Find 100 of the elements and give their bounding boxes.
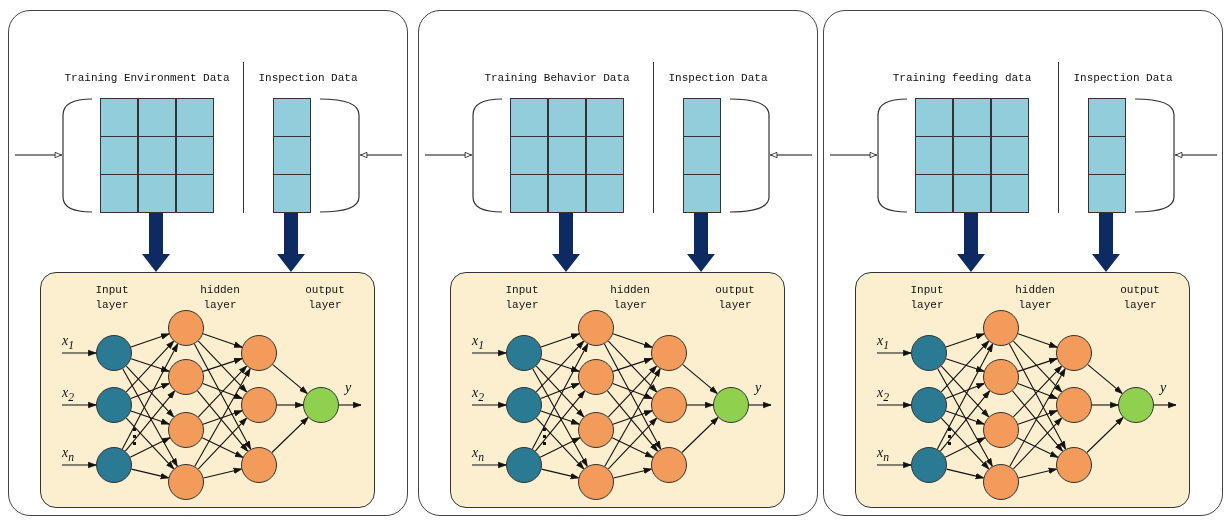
connection-arrow bbox=[1012, 340, 1063, 393]
layer-label: output layer bbox=[1119, 283, 1161, 313]
output-variable: y bbox=[755, 380, 771, 405]
flow-arrow bbox=[277, 213, 305, 272]
connection-arrow bbox=[682, 364, 718, 394]
connection-arrow bbox=[276, 401, 304, 409]
connection-arrow bbox=[535, 417, 585, 470]
flow-arrow bbox=[687, 213, 715, 272]
input-arrow bbox=[424, 151, 473, 159]
connection-arrow bbox=[1018, 467, 1057, 479]
flow-arrow bbox=[552, 213, 580, 272]
output-neuron bbox=[713, 387, 749, 423]
hidden-neuron bbox=[241, 387, 277, 423]
flow-arrow bbox=[1092, 213, 1120, 272]
input-variable: x$_{1}$ bbox=[877, 333, 899, 353]
hidden-neuron bbox=[983, 412, 1019, 448]
connection-arrow bbox=[1017, 358, 1058, 372]
output-neuron bbox=[1118, 387, 1154, 423]
layer-label: output layer bbox=[714, 283, 756, 313]
connection-arrow bbox=[540, 410, 580, 425]
layer-label: hidden layer bbox=[1014, 283, 1056, 313]
input-neuron bbox=[96, 335, 132, 371]
input-variable: x$_{n}$ bbox=[472, 445, 494, 465]
connection-arrow bbox=[539, 437, 581, 458]
input-neuron bbox=[506, 447, 542, 483]
section-heading: Inspection Data bbox=[667, 71, 769, 86]
connection-arrow bbox=[125, 340, 175, 393]
hidden-neuron bbox=[241, 447, 277, 483]
section-heading: Inspection Data bbox=[1072, 71, 1174, 86]
connection-arrow bbox=[613, 467, 652, 479]
connection-arrow bbox=[876, 349, 912, 357]
connection-arrow bbox=[125, 417, 175, 470]
connection-arrow bbox=[535, 365, 585, 418]
layer-label: hidden layer bbox=[199, 283, 241, 313]
hidden-neuron bbox=[983, 359, 1019, 395]
connection-arrow bbox=[940, 417, 990, 470]
connection-arrow bbox=[202, 382, 243, 400]
hidden-neuron bbox=[651, 335, 687, 371]
layer-label: output layer bbox=[304, 283, 346, 313]
connection-arrow bbox=[936, 343, 994, 450]
connection-arrow bbox=[272, 364, 308, 394]
hidden-neuron bbox=[1056, 387, 1092, 423]
connection-arrow bbox=[607, 365, 658, 418]
hidden-neuron bbox=[578, 359, 614, 395]
input-arrow bbox=[14, 151, 63, 159]
connection-arrow bbox=[612, 410, 653, 425]
connection-arrow bbox=[612, 382, 653, 400]
connection-arrow bbox=[940, 365, 990, 418]
connection-arrow bbox=[531, 343, 589, 450]
connection-arrow bbox=[540, 358, 580, 372]
connection-arrow bbox=[612, 358, 653, 372]
hidden-neuron bbox=[168, 359, 204, 395]
input-variable: x$_{2}$ bbox=[62, 385, 84, 405]
output-variable: y bbox=[345, 380, 361, 405]
connection-arrow bbox=[197, 340, 248, 393]
connection-arrow bbox=[201, 437, 244, 458]
input-neuron bbox=[911, 447, 947, 483]
hidden-neuron bbox=[983, 464, 1019, 500]
connection-arrow bbox=[202, 410, 243, 425]
network-panel bbox=[40, 272, 375, 508]
hidden-neuron bbox=[1056, 447, 1092, 483]
input-variable: x$_{2}$ bbox=[472, 385, 494, 405]
connection-arrow bbox=[130, 410, 170, 425]
input-arrow bbox=[359, 151, 403, 159]
section-heading: Training feeding data bbox=[891, 71, 1033, 86]
input-variable: x$_{n}$ bbox=[62, 445, 84, 465]
connection-arrow bbox=[876, 401, 912, 409]
connection-arrow bbox=[944, 437, 986, 458]
hidden-neuron bbox=[983, 310, 1019, 346]
output-neuron bbox=[303, 387, 339, 423]
connection-arrow bbox=[681, 416, 719, 454]
connection-arrow bbox=[129, 437, 171, 458]
connection-arrow bbox=[945, 358, 985, 372]
connection-arrow bbox=[607, 340, 658, 393]
connection-arrow bbox=[1009, 368, 1066, 467]
connection-arrow bbox=[611, 437, 654, 458]
connection-arrow bbox=[125, 365, 175, 418]
input-arrow bbox=[769, 151, 813, 159]
layer-label: Input layer bbox=[94, 283, 130, 313]
input-arrow bbox=[1174, 151, 1218, 159]
input-neuron bbox=[506, 387, 542, 423]
connection-arrow bbox=[202, 358, 243, 372]
input-neuron bbox=[911, 335, 947, 371]
connection-arrow bbox=[130, 382, 170, 400]
hidden-neuron bbox=[578, 310, 614, 346]
connection-arrow bbox=[945, 410, 985, 425]
hidden-neuron bbox=[578, 412, 614, 448]
connection-arrow bbox=[604, 368, 661, 467]
hidden-neuron bbox=[168, 464, 204, 500]
connection-arrow bbox=[1008, 343, 1067, 450]
input-variable: x$_{1}$ bbox=[62, 333, 84, 353]
connection-arrow bbox=[1087, 364, 1123, 394]
connection-arrow bbox=[603, 343, 662, 450]
flow-arrow bbox=[142, 213, 170, 272]
flow-arrow bbox=[957, 213, 985, 272]
connection-arrow bbox=[612, 333, 653, 348]
connection-arrow bbox=[121, 343, 179, 450]
input-arrow bbox=[829, 151, 878, 159]
connection-arrow bbox=[471, 461, 507, 469]
connection-arrow bbox=[532, 368, 588, 467]
